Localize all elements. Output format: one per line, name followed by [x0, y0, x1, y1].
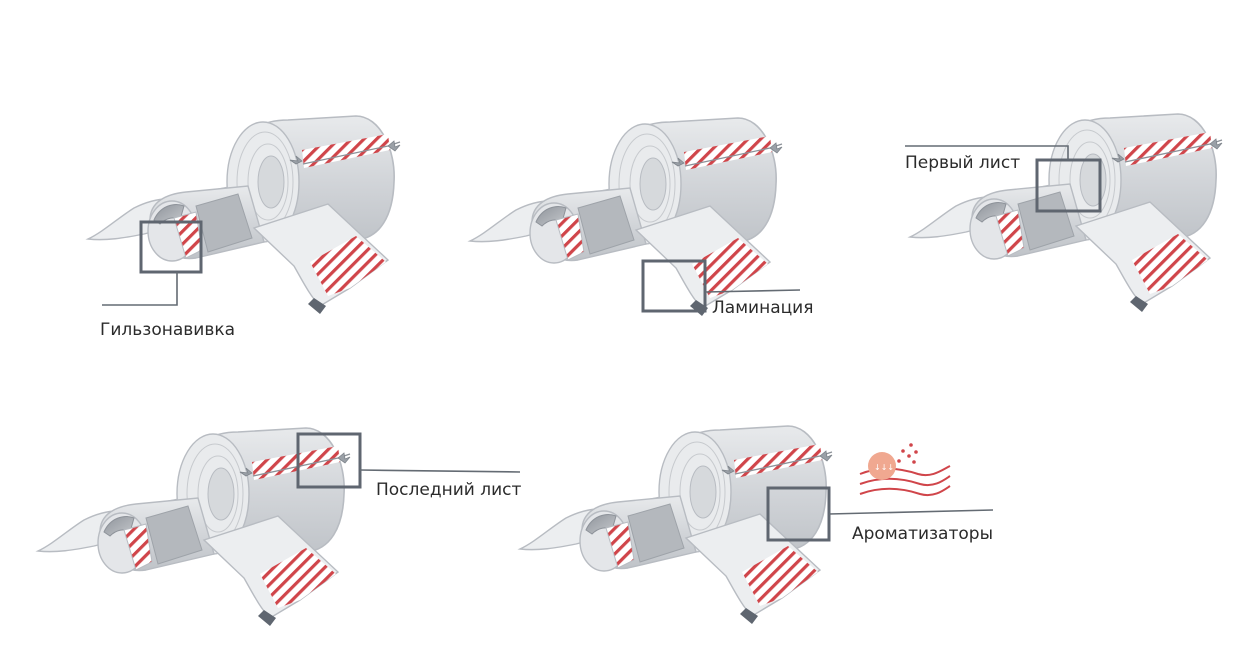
leader-line-step2 — [704, 289, 801, 293]
svg-text:↓↓↓: ↓↓↓ — [874, 463, 894, 472]
leader-line-step1 — [102, 272, 178, 306]
leader-line-step3 — [905, 145, 1069, 160]
step-label-coiling: Гильзонавивка — [100, 320, 236, 340]
step-label-first-sheet: Первый лист — [905, 153, 1021, 173]
machine-illustration-3 — [909, 113, 1223, 313]
step-label-last-sheet: Последний лист — [376, 480, 522, 500]
highlight-box-step1 — [139, 220, 203, 274]
leader-line-step4 — [359, 469, 521, 473]
highlight-box-step2 — [641, 259, 707, 313]
machine-illustration-2 — [469, 117, 783, 317]
leader-line-step5 — [828, 509, 994, 515]
machine-illustration-1 — [87, 115, 401, 315]
machine-illustration-5 — [519, 425, 833, 625]
step-label-flavorings: Ароматизаторы — [852, 524, 993, 544]
highlight-box-step4 — [296, 432, 362, 489]
step-label-lamination: Ламинация — [712, 298, 814, 318]
machine-illustration-4 — [37, 427, 351, 627]
flavor-capsule-icon: ↓↓↓ — [859, 443, 951, 496]
